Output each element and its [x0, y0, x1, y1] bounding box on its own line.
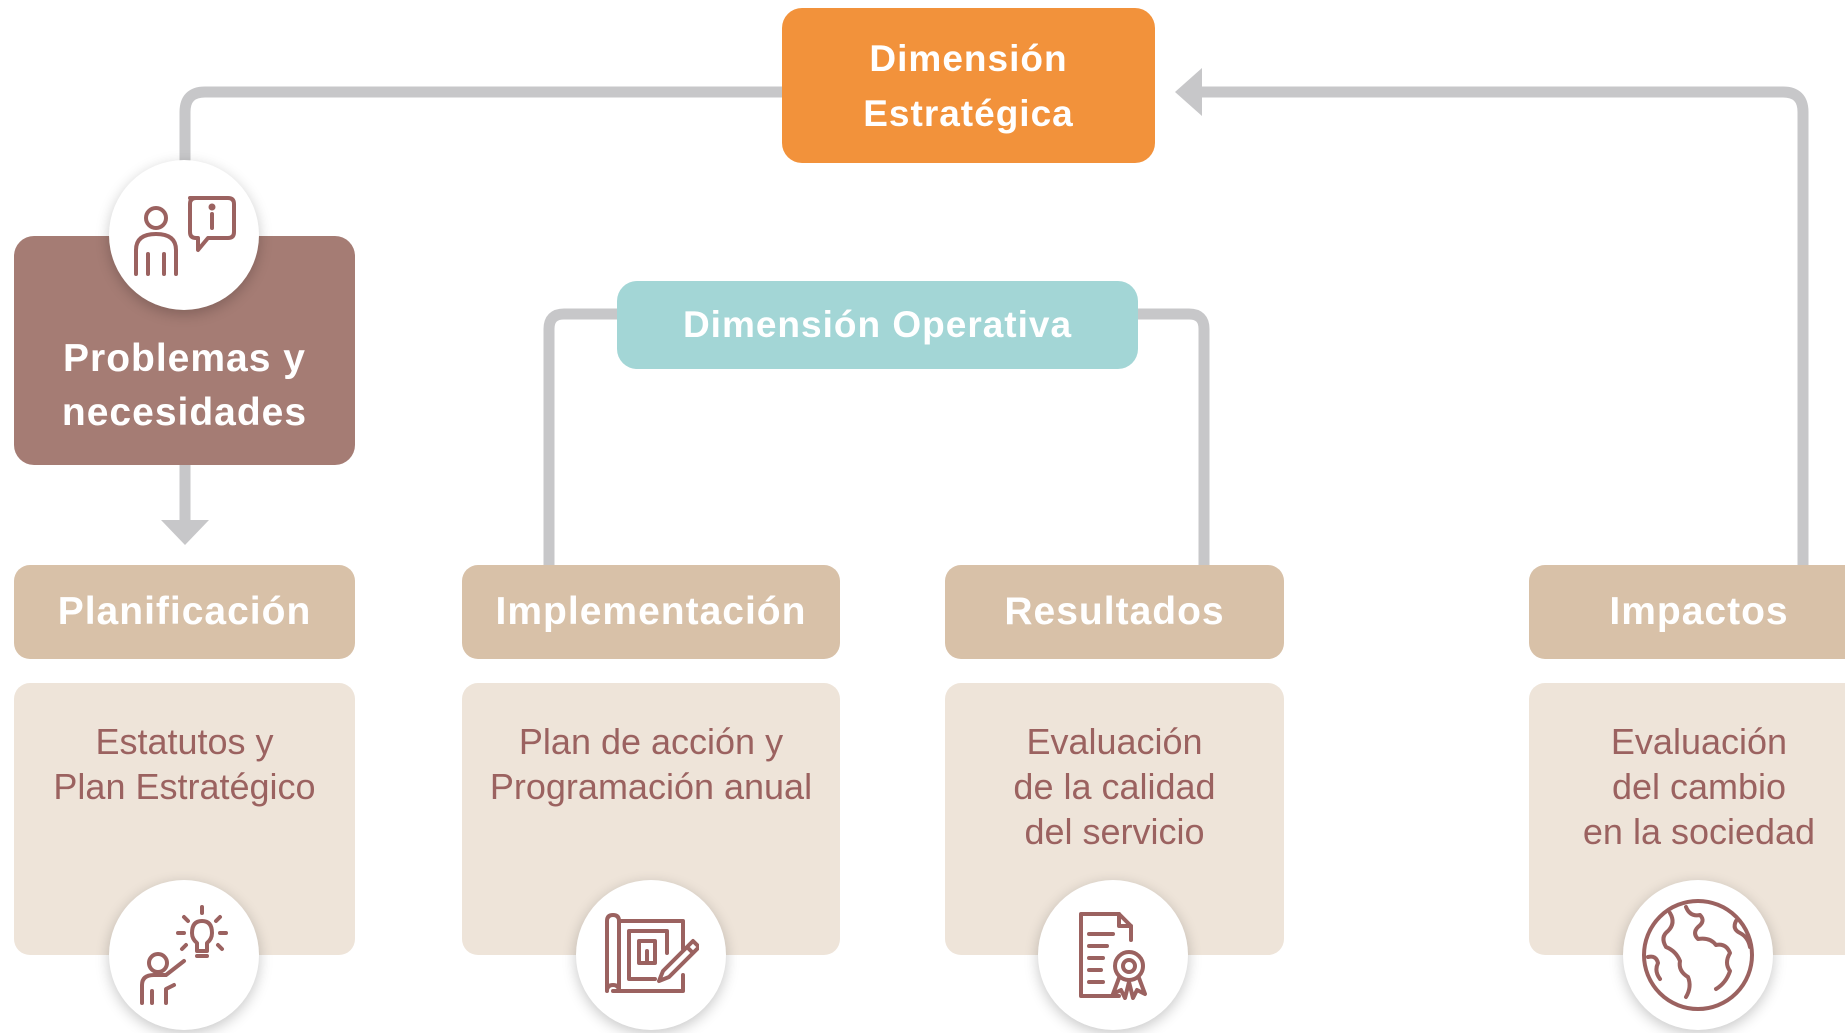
arrowhead-down	[161, 520, 209, 545]
operative-dimension-box: Dimensión Operativa	[617, 281, 1138, 369]
certificate-document-icon	[1079, 912, 1147, 1000]
operative-dimension-label: Dimensión Operativa	[682, 304, 1073, 345]
stage-icon-circle-implementacion	[576, 880, 726, 1030]
idea-presenter-icon	[140, 905, 228, 1005]
stage-icon-circle-impactos	[1623, 880, 1773, 1030]
connector-operative-left	[543, 308, 617, 565]
problems-label: Problemas y necesidades	[61, 336, 308, 434]
blueprint-pencil-icon	[605, 913, 699, 993]
stage-header-implementacion: Implementación	[462, 565, 840, 659]
problems-icon-circle	[109, 160, 259, 310]
stage-title: Planificación	[57, 590, 312, 633]
stage-header-impactos: Impactos	[1529, 565, 1845, 659]
stage-icon-circle-resultados	[1038, 880, 1188, 1030]
stage-description: Estatutos y Plan Estratégico	[53, 721, 316, 807]
stage-header-resultados: Resultados	[945, 565, 1284, 659]
strategic-dimension-box: Dimensión Estratégica	[782, 8, 1155, 163]
connector-operative-right	[1138, 308, 1210, 565]
stage-description: Evaluación de la calidad del servicio	[1013, 721, 1216, 852]
arrowhead-left	[1175, 68, 1202, 116]
problems-box: Problemas y necesidades	[14, 236, 355, 465]
globe-icon	[1642, 899, 1754, 1011]
stage-title: Impactos	[1609, 590, 1789, 633]
stage-title: Implementación	[495, 590, 807, 633]
stage-body-resultados: Evaluación de la calidad del servicio	[945, 683, 1284, 955]
stage-description: Plan de acción y Programación anual	[489, 721, 813, 807]
stage-header-planificacion: Planificación	[14, 565, 355, 659]
stage-description: Evaluación del cambio en la sociedad	[1582, 721, 1816, 852]
person-info-icon	[134, 196, 236, 276]
strategic-dimension-label: Dimensión Estratégica	[863, 37, 1074, 134]
stage-icon-circle-planificacion	[109, 880, 259, 1030]
stage-title: Resultados	[1004, 590, 1225, 633]
connector-strategic-to-problems	[179, 86, 782, 180]
connector-impactos-to-strategic	[1200, 86, 1809, 565]
